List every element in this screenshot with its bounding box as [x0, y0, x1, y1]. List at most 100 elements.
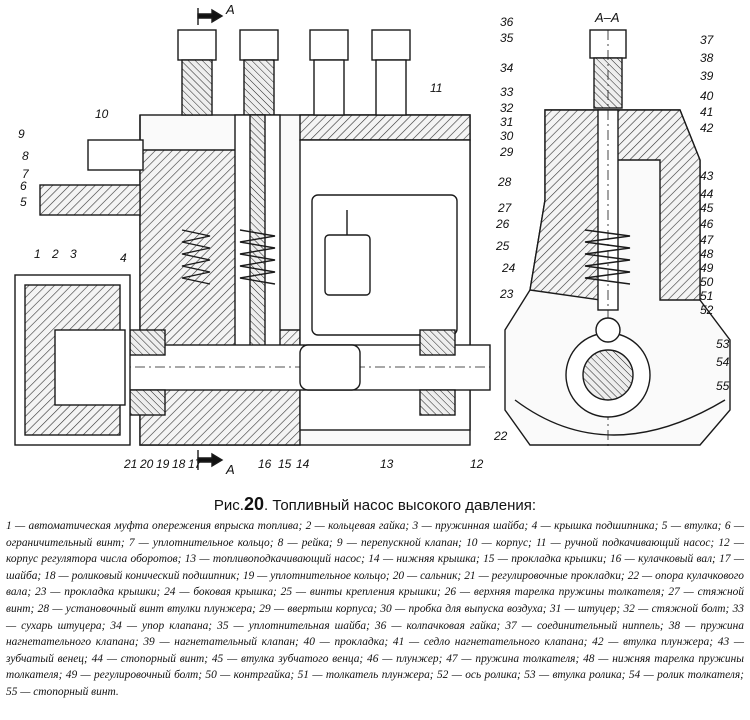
callout-number: 43	[700, 169, 714, 183]
callout-number: 55	[716, 379, 730, 393]
callout-number: 42	[700, 121, 714, 135]
legend-item: 6 — ограничительный винт;	[6, 520, 744, 549]
callout-number: 51	[700, 289, 713, 303]
callout-number: 27	[497, 201, 513, 215]
callout-number: 3	[70, 247, 77, 261]
longitudinal-section	[14, 8, 491, 470]
legend-item: 28 — установочный винт втулки плунжера;	[37, 602, 260, 615]
figure-caption: Рис.20. Топливный насос высокого давлени…	[0, 494, 750, 515]
callout-number: 1	[34, 247, 41, 261]
legend-item: 46 — плунжер;	[367, 652, 447, 665]
legend-item: 7 — уплотнительное кольцо;	[128, 536, 278, 549]
legend-item: 5 — втулка;	[661, 520, 725, 532]
legend-item: 52 — ось ролика;	[436, 669, 525, 682]
callout-number: 18	[172, 457, 186, 471]
legend-item: 38 — пружина нагнетательного клапана;	[6, 619, 744, 649]
legend-item: 35 — уплотнительная шайба;	[217, 619, 375, 632]
legend-item: 36 — колпачковая гайка;	[374, 619, 506, 632]
legend-item: 19 — уплотнительное кольцо;	[242, 569, 393, 582]
callout-number: 24	[501, 261, 516, 275]
callout-number: 6	[20, 179, 27, 193]
callout-number: 22	[493, 429, 508, 443]
legend-item: 44 — стопорный винт;	[91, 652, 212, 665]
legend-item: 1 — автоматическая муфта опережения впры…	[6, 520, 306, 532]
legend-item: 42 — втулка плунжера;	[592, 636, 718, 649]
callout-number: 16	[258, 457, 272, 471]
legend-item: 43 — зубчатый венец;	[6, 636, 744, 665]
legend-item: 13 — топливоподкачивающий насос;	[184, 553, 369, 566]
callout-number: 23	[499, 287, 514, 301]
legend-item: 55 — стопорный винт.	[6, 685, 119, 698]
callout-number: 15	[278, 457, 292, 471]
callout-number: 53	[716, 337, 730, 351]
callout-number: 7	[22, 167, 30, 181]
legend-item: 2 — кольцевая гайка;	[305, 520, 413, 532]
legend-item: 21 — регулировочные прокладки;	[464, 569, 628, 582]
legend-item: 26 — верхняя тарелка пружины толкателя;	[444, 586, 669, 599]
legend-item: 11 — ручной подкачивающий насос;	[535, 536, 719, 549]
callout-number: 47	[700, 233, 715, 247]
callout-number: 39	[700, 69, 714, 83]
callout-number: 30	[500, 129, 514, 143]
callout-number: 11	[430, 81, 442, 95]
callout-number: 32	[500, 101, 514, 115]
legend-item: 53 — втулка ролика;	[524, 669, 629, 682]
callout-number: 20	[139, 457, 154, 471]
legend-item: 4 — крышка подшипника;	[531, 520, 662, 532]
callout-number: 48	[700, 247, 714, 261]
legend-item: 23 — прокладка крышки;	[35, 586, 165, 599]
legend-item: 51 — толкатель плунжера;	[297, 669, 437, 682]
legend-item: 49 — регулировочный болт;	[65, 669, 206, 682]
callout-number: 37	[700, 33, 715, 47]
legend-item: 50 — контргайка;	[205, 669, 298, 682]
legend-item: 41 — седло нагнетательного клапана;	[392, 636, 593, 649]
legend-item: 18 — роликовый конический подшипник;	[44, 569, 243, 582]
section-arrow-top-label: A	[225, 2, 235, 17]
legend-item: 22 — опора кулачкового вала;	[6, 569, 744, 599]
legend-item: 14 — нижняя крышка;	[368, 553, 484, 566]
legend-item: 31 — штуцер;	[549, 602, 624, 615]
section-view-title: A–A	[594, 10, 620, 25]
callout-number: 38	[700, 51, 714, 65]
callout-number: 19	[156, 457, 170, 471]
legend-item: 45 — втулка зубчатого венца;	[211, 652, 368, 665]
delivery-fittings	[177, 29, 411, 116]
callout-number: 12	[470, 457, 484, 471]
legend-item: 25 — винты крепления крышки;	[280, 586, 445, 599]
callout-number: 21	[123, 457, 137, 471]
cross-section-a-a	[504, 29, 731, 450]
legend-item: 30 — пробка для выпуска воздуха;	[380, 602, 550, 615]
callout-number: 17	[188, 457, 203, 471]
legend-item: 16 — кулачковый вал;	[609, 553, 720, 566]
callout-number: 50	[700, 275, 714, 289]
parts-legend: 1 — автоматическая муфта опережения впры…	[6, 518, 744, 701]
callout-number: 41	[700, 105, 713, 119]
callout-number: 31	[500, 115, 513, 129]
section-arrow-bottom-label: A	[225, 462, 235, 477]
legend-item: 29 — ввертыш корпуса;	[259, 602, 381, 615]
legend-item: 12 — корпус регулятора числа оборотов;	[6, 536, 745, 566]
callout-number: 49	[700, 261, 714, 275]
legend-item: 17 — шайба;	[6, 553, 744, 582]
legend-item: 20 — сальник;	[392, 569, 465, 582]
caption-text: . Топливный насос высокого давления:	[264, 497, 537, 514]
callout-number: 45	[700, 201, 714, 215]
callout-number: 28	[497, 175, 512, 189]
legend-item: 3 — пружинная шайба;	[412, 520, 532, 532]
caption-number: 20	[243, 494, 265, 514]
legend-item: 24 — боковая крышка;	[164, 586, 281, 599]
legend-item: 8 — рейка;	[277, 536, 337, 549]
legend-item: 9 — перепускной клапан;	[336, 536, 467, 549]
legend-item: 32 — стяжной болт;	[623, 602, 733, 615]
callout-number: 13	[380, 457, 394, 471]
legend-item: 37 — соединительный ниппель;	[505, 619, 669, 632]
legend-item: 34 — упор клапана;	[110, 619, 218, 632]
legend-item: 15 — прокладка крышки;	[483, 553, 610, 566]
callout-number: 35	[500, 31, 514, 45]
legend-item: 39 — нагнетательный клапан;	[143, 636, 304, 649]
callout-number: 44	[700, 187, 714, 201]
callout-number: 2	[51, 247, 59, 261]
callout-number: 9	[18, 127, 25, 141]
